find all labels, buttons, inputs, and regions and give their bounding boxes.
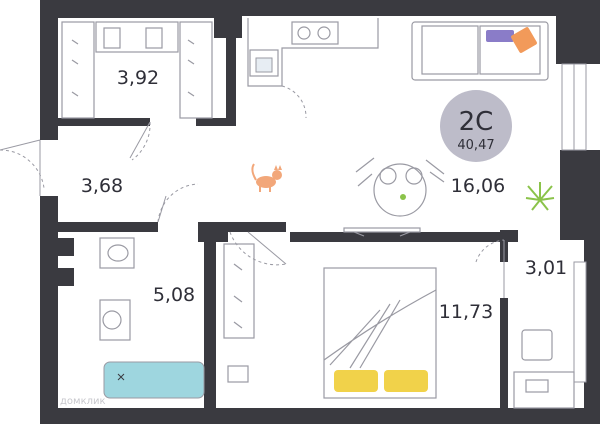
plant-icon — [525, 182, 555, 211]
kitchen-counter — [247, 18, 379, 87]
area-bathroom: 5,08 — [153, 284, 195, 306]
apartment-type: 2С — [459, 107, 494, 137]
left-window — [24, 140, 44, 196]
corridor-wardrobe — [223, 243, 255, 383]
dining-table — [355, 157, 445, 217]
balcony-furniture — [513, 329, 575, 409]
doors — [0, 121, 505, 298]
area-hallway: 3,68 — [81, 175, 123, 197]
sofa — [411, 21, 549, 81]
tv-stand — [343, 227, 421, 237]
bathroom-fixtures — [99, 237, 205, 399]
cat-icon — [251, 163, 282, 192]
area-closet: 3,92 — [117, 67, 159, 89]
kitchen-door-arc — [281, 85, 307, 119]
right-window-balcony — [573, 261, 587, 383]
total-area: 40,47 — [457, 138, 494, 153]
right-window-upper — [561, 63, 587, 151]
bed — [323, 267, 437, 399]
area-balcony: 3,01 — [525, 257, 567, 279]
closet-wardrobes — [61, 21, 213, 119]
watermark: домклик — [60, 396, 106, 407]
room-labels: 3,92 3,68 16,06 5,08 11,73 3,01 — [81, 67, 567, 323]
area-bedroom: 11,73 — [439, 301, 493, 323]
apartment-badge: 2С 40,47 — [440, 90, 512, 162]
area-living-kitchen: 16,06 — [451, 175, 505, 197]
walls — [40, 0, 600, 424]
